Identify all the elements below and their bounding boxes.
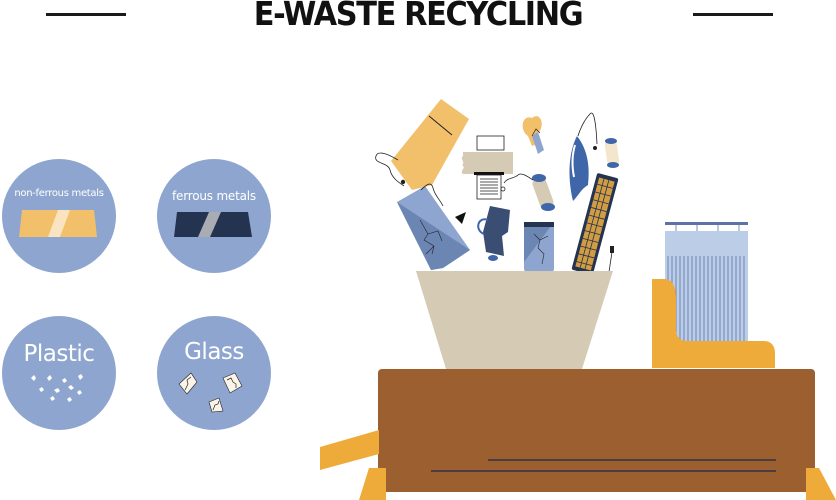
badge-plastic: Plastic	[2, 316, 116, 430]
gold-ingot-icon	[19, 210, 97, 237]
page-title: E-WASTE RECYCLING	[253, 0, 584, 33]
badge-non-ferrous-metals: non-ferrous metals	[2, 159, 116, 273]
fuse-icon	[604, 138, 620, 168]
badge-glass: Glass	[157, 316, 271, 430]
badge-ferrous-metals: ferrous metals	[157, 159, 271, 273]
hopper	[416, 271, 613, 369]
machine-body	[378, 369, 815, 492]
iron-icon	[569, 112, 598, 201]
feeder-arm	[320, 430, 379, 470]
glass-shards-icon	[178, 372, 243, 413]
kettle-icon	[477, 206, 510, 261]
title-rule-left	[46, 13, 126, 16]
output-chute	[652, 279, 775, 368]
right-leg	[806, 468, 836, 500]
refrigerator-icon	[375, 99, 469, 190]
badge-label: ferrous metals	[172, 189, 256, 203]
badge-label: non-ferrous metals	[14, 188, 104, 199]
light-bulb-icon	[522, 116, 544, 154]
title-rule-right	[693, 13, 773, 16]
cracked-monitor-icon	[397, 183, 470, 270]
iron-ingot-icon	[174, 212, 252, 237]
badge-label: Plastic	[23, 341, 95, 367]
left-leg	[359, 468, 386, 500]
plastic-flakes-icon	[31, 374, 83, 402]
cracked-smartphone-icon	[524, 222, 554, 272]
printer-icon	[461, 135, 513, 200]
circuit-board-icon	[571, 173, 619, 275]
battery-icon	[500, 173, 555, 211]
badge-label: Glass	[184, 339, 244, 365]
filter-tower	[665, 222, 748, 351]
